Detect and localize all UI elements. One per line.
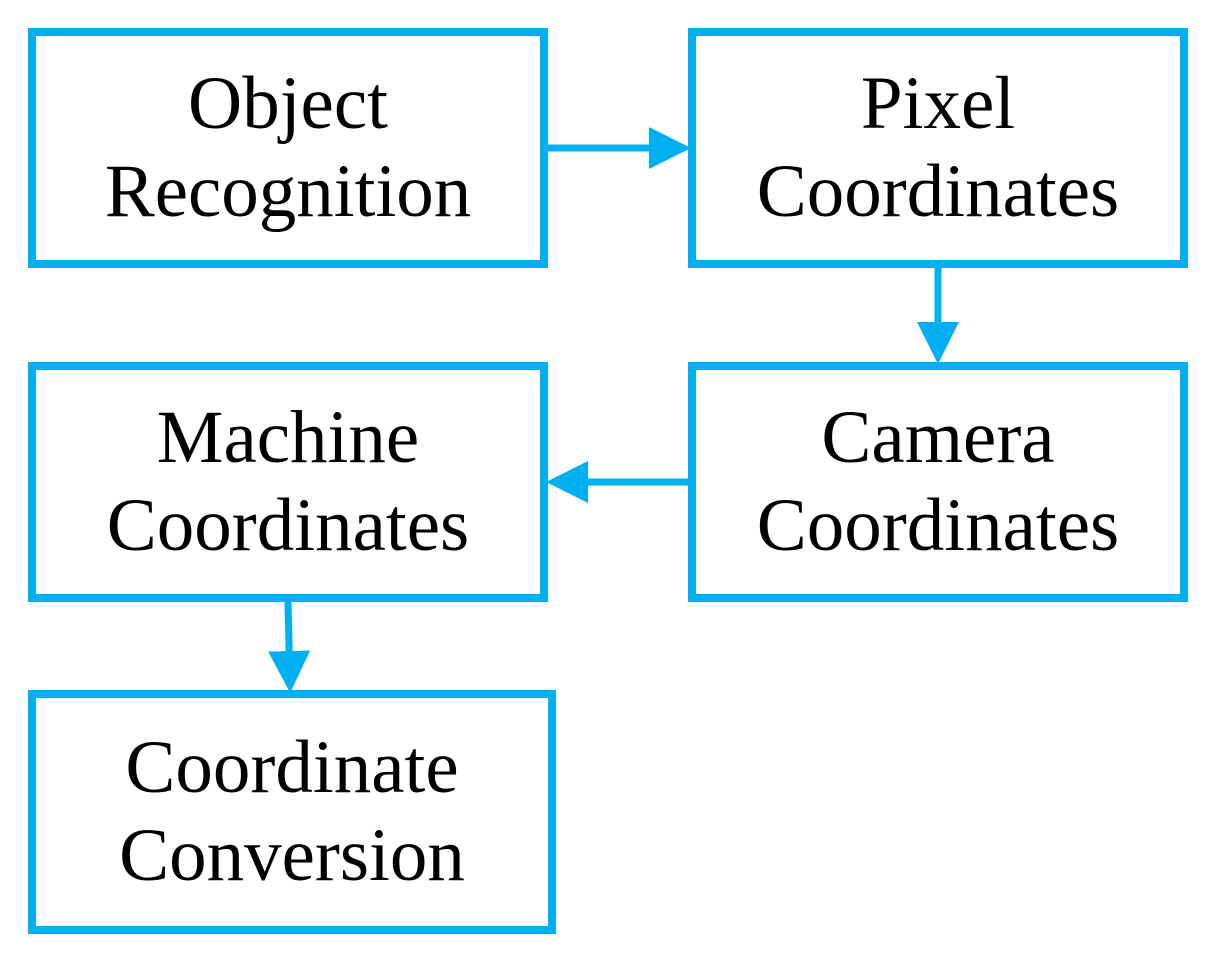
node-label-line: Pixel — [860, 62, 1016, 145]
node-label-line: Conversion — [119, 814, 465, 897]
node-camera-coordinates: Camera Coordinates — [688, 362, 1188, 602]
node-label-line: Camera — [821, 396, 1055, 479]
node-label-line: Coordinates — [756, 150, 1120, 233]
node-label-line: Coordinates — [106, 484, 470, 567]
node-label-line: Machine — [156, 396, 420, 479]
node-label-line: Coordinate — [125, 726, 459, 809]
arrow-machine-to-conversion — [268, 601, 311, 693]
node-label-line: Coordinates — [756, 484, 1120, 567]
node-object-recognition: Object Recognition — [28, 28, 548, 268]
node-label-line: Object — [188, 62, 388, 145]
node-label-line: Recognition — [104, 150, 472, 233]
node-pixel-coordinates: Pixel Coordinates — [688, 28, 1188, 268]
node-machine-coordinates: Machine Coordinates — [28, 362, 548, 602]
node-coordinate-conversion: Coordinate Conversion — [28, 690, 556, 934]
